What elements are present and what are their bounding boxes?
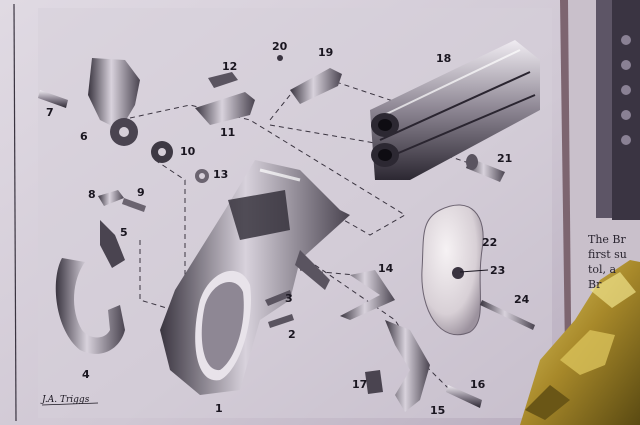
part-frame bbox=[160, 160, 350, 395]
callout-19: 19 bbox=[318, 46, 333, 59]
callout-18: 18 bbox=[436, 52, 451, 65]
callout-10: 10 bbox=[180, 145, 196, 158]
callout-21: 21 bbox=[497, 152, 512, 165]
callout-8: 8 bbox=[88, 188, 96, 201]
callout-4: 4 bbox=[82, 368, 90, 381]
callout-20: 20 bbox=[272, 40, 288, 53]
callout-23: 23 bbox=[490, 264, 505, 277]
side-text-line-4: Br bbox=[588, 278, 602, 291]
callout-16: 16 bbox=[470, 378, 486, 391]
callout-2: 2 bbox=[288, 328, 296, 341]
side-text-line-3: tol, a bbox=[588, 263, 617, 276]
callout-5: 5 bbox=[120, 226, 128, 239]
callout-13: 13 bbox=[213, 168, 228, 181]
side-text-line-1: The Br bbox=[588, 233, 627, 246]
callout-6: 6 bbox=[80, 130, 88, 143]
callout-15: 15 bbox=[430, 404, 445, 417]
part-barrel bbox=[370, 40, 540, 180]
callout-3: 3 bbox=[285, 292, 293, 305]
callout-11: 11 bbox=[220, 126, 235, 139]
callout-9: 9 bbox=[137, 186, 145, 199]
callout-14: 14 bbox=[378, 262, 394, 275]
callout-22: 22 bbox=[482, 236, 497, 249]
callout-24: 24 bbox=[514, 293, 530, 306]
callout-17: 17 bbox=[352, 378, 367, 391]
side-text-line-2: first su bbox=[588, 248, 627, 261]
artist-signature: J.A. Triggs bbox=[40, 395, 90, 405]
callout-12: 12 bbox=[222, 60, 237, 73]
callout-7: 7 bbox=[46, 106, 54, 119]
callout-1: 1 bbox=[215, 402, 223, 415]
